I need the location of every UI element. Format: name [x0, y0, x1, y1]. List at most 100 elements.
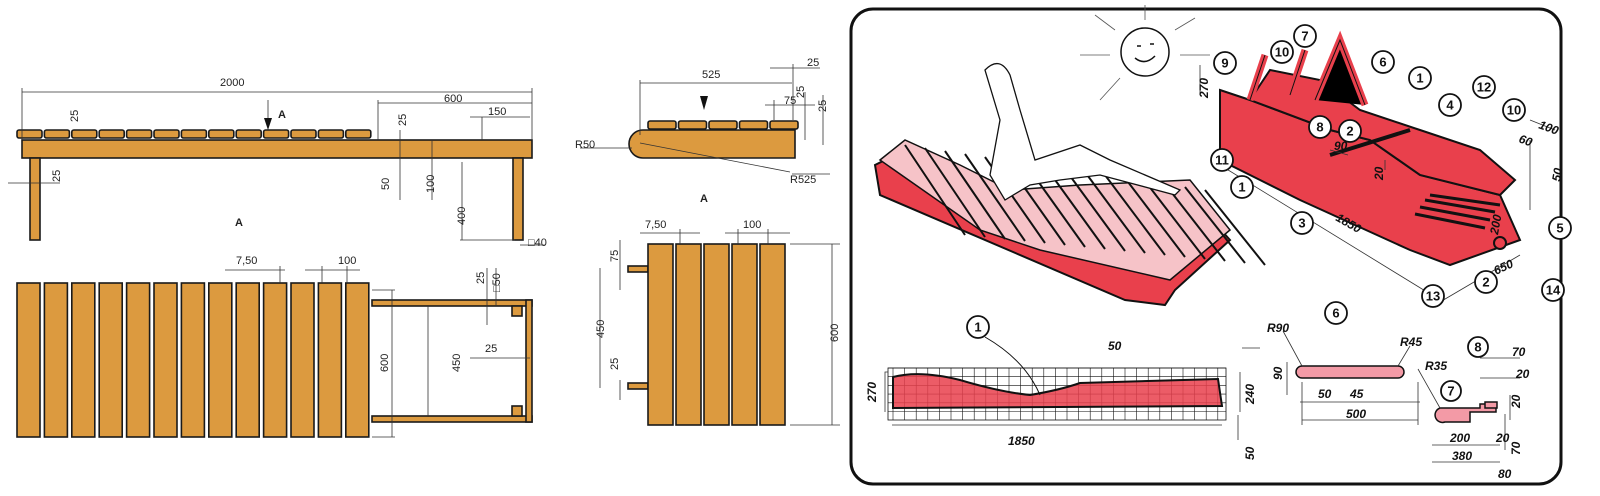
leg-top	[511, 305, 523, 317]
svg-text:1: 1	[974, 320, 981, 335]
dim-slat-thickness: 25	[795, 86, 807, 98]
side-slat	[71, 129, 98, 139]
svg-text:9: 9	[1221, 56, 1228, 71]
svg-text:8: 8	[1474, 340, 1481, 355]
illustration-slat	[1064, 168, 1126, 252]
frame-assembly	[1199, 30, 1556, 303]
top-slat	[317, 282, 343, 438]
illustration-slat	[1204, 189, 1266, 266]
dim-50: 50	[1318, 387, 1332, 401]
illustration-slat	[1084, 171, 1146, 254]
callout-9: 9	[1213, 51, 1237, 75]
svg-text:11: 11	[1215, 153, 1229, 168]
side-slat	[262, 129, 290, 139]
dim-pivot-offset: 75	[784, 95, 796, 107]
dim-50: 50	[1549, 167, 1565, 183]
leg-left	[29, 157, 41, 241]
headrest-top-slats	[647, 243, 786, 426]
callout-3: 3	[1290, 211, 1314, 235]
side-slat	[125, 129, 153, 139]
illustration-slat	[1164, 183, 1226, 262]
dim-pin-width: 25	[609, 358, 621, 370]
top-slat	[43, 282, 69, 438]
callout-4: 4	[1438, 93, 1462, 117]
dim-overhang: 25	[807, 57, 819, 69]
svg-text:8: 8	[1316, 120, 1323, 135]
callout-7: 7	[1440, 380, 1462, 402]
headrest-dimension-lines	[580, 64, 830, 175]
dim-100: 100	[1537, 118, 1561, 138]
dim-leg-inset: 25	[51, 170, 63, 182]
top-slat	[153, 282, 178, 438]
side-slat	[290, 129, 317, 139]
headrest-top-slat	[703, 243, 730, 426]
callout-6: 6	[1371, 50, 1395, 74]
leg-bottom	[511, 405, 523, 417]
dim-end-thickness: 25	[485, 343, 497, 355]
illustration-slat	[944, 150, 1006, 240]
headrest-top-slat	[675, 243, 702, 426]
dim-inner-width: 450	[451, 354, 463, 372]
top-slat	[262, 282, 288, 438]
dim-rail-50: 50	[380, 178, 392, 190]
dim-200: 200	[1449, 431, 1470, 445]
svg-text:13: 13	[1426, 289, 1440, 304]
dim-rail-100: 100	[425, 175, 437, 193]
section-marker: A	[278, 109, 286, 121]
side-slat	[153, 129, 180, 139]
part-7-8-template: 7 8 R35 70 20 20 20 70 200 380 80	[1417, 336, 1530, 481]
dim-slat-width: 100	[743, 219, 761, 231]
dim-20-b: 20	[1509, 394, 1523, 409]
part-7-8-dimension-lines	[1417, 357, 1520, 463]
side-slat	[16, 129, 43, 139]
callout-2: 2	[1338, 119, 1362, 143]
dim-crossbar-height: 20	[1372, 166, 1386, 181]
wheel	[1493, 236, 1507, 250]
callout-8: 8	[1467, 336, 1489, 358]
dim-rail-thickness: 25	[475, 272, 487, 284]
side-view: 2000 25 A 600 150 25 50 100 400 □40 25 A	[8, 77, 547, 249]
dim-60: 60	[1517, 132, 1535, 150]
sun-icon	[1080, 5, 1210, 101]
top-slat	[125, 282, 151, 438]
svg-text:1: 1	[1416, 71, 1423, 86]
dim-pin-spacing: 450	[595, 320, 607, 338]
view-label: A	[700, 193, 708, 205]
side-slat	[180, 129, 208, 139]
svg-text:2: 2	[1346, 124, 1353, 139]
top-dimension-lines	[225, 266, 530, 438]
dim-240: 240	[1243, 384, 1257, 405]
svg-text:7: 7	[1447, 384, 1454, 399]
callout-14: 14	[1541, 278, 1565, 302]
dim-overall-length: 2000	[220, 77, 244, 89]
callout-11: 11	[1210, 148, 1234, 172]
side-slat	[317, 129, 345, 139]
dim-70-top: 70	[1512, 345, 1526, 359]
svg-text:5: 5	[1556, 221, 1563, 236]
frame-end	[525, 299, 533, 423]
dim-50-bottom: 50	[1243, 446, 1257, 460]
top-slat	[71, 282, 96, 438]
svg-text:10: 10	[1507, 103, 1521, 118]
dim-R35: R35	[1425, 359, 1447, 373]
illustration-slat	[1124, 177, 1186, 258]
svg-text:2: 2	[1482, 275, 1489, 290]
side-rail	[21, 139, 533, 159]
svg-text:10: 10	[1275, 45, 1289, 60]
dim-270: 270	[865, 382, 879, 403]
headrest-side-slats	[647, 120, 799, 130]
callout-5: 5	[1548, 216, 1572, 240]
svg-text:3: 3	[1298, 216, 1305, 231]
top-slat	[208, 282, 233, 438]
svg-text:12: 12	[1477, 80, 1491, 95]
lounger-slats	[878, 139, 1232, 281]
top-slat	[290, 282, 315, 438]
headrest-slat	[708, 120, 738, 130]
headrest-body	[628, 129, 796, 159]
svg-text:7: 7	[1301, 29, 1308, 44]
part-1-dimension-lines	[884, 347, 1260, 440]
stop-part-8	[1484, 401, 1498, 409]
